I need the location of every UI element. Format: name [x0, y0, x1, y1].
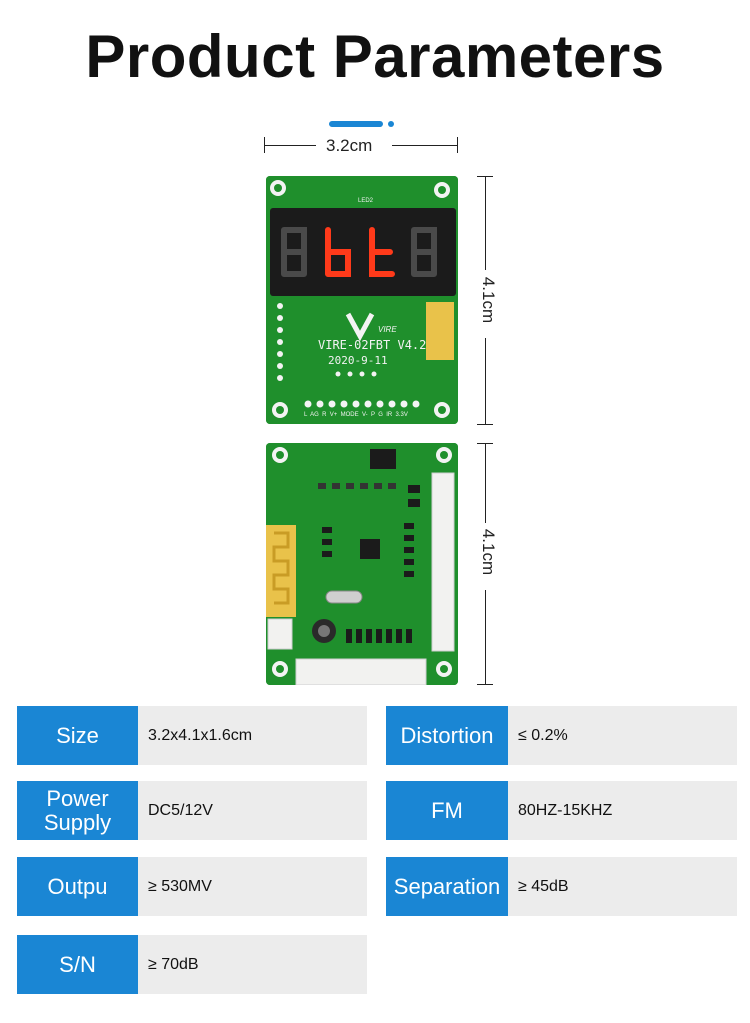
param-value: ≤ 0.2% — [508, 706, 737, 765]
param-value: ≥ 70dB — [138, 935, 367, 994]
param-label: Distortion — [386, 706, 508, 765]
param-value: ≥ 45dB — [508, 857, 737, 916]
height-label-bottom: 4.1cm — [479, 528, 498, 576]
param-label: Separation — [386, 857, 508, 916]
pcb-model-text: VIRE-02FBT V4.2 — [318, 338, 427, 352]
param-value: DC5/12V — [138, 781, 367, 840]
param-value: 80HZ-15KHZ — [508, 781, 737, 840]
pcb-date-text: 2020-9-11 — [328, 354, 388, 367]
param-value: ≥ 530MV — [138, 857, 367, 916]
param-label: Size — [17, 706, 138, 765]
pcb-bottom-pin-labels: L AG R V+ MODE V- P G IR 3.3V — [304, 412, 408, 418]
page-title: Product Parameters — [85, 23, 665, 90]
param-label: S/N — [17, 935, 138, 994]
title-accent-bar — [329, 121, 383, 127]
pcb-led-label: LED2 — [358, 198, 374, 204]
width-label: 3.2cm — [326, 136, 373, 155]
title-accent-dot — [388, 121, 394, 127]
param-value: 3.2x4.1x1.6cm — [138, 706, 367, 765]
param-label: FM — [386, 781, 508, 840]
pcb-front-image: VIRE-02FBT V4.2 2020-9-11 VIRE LED2 L AG… — [266, 176, 458, 424]
pcb-back-image — [266, 443, 458, 686]
param-label: Power Supply — [17, 781, 138, 840]
height-label-top: 4.1cm — [479, 276, 498, 324]
pcb-logo-text: VIRE — [378, 325, 397, 334]
param-label: Outpu — [17, 857, 138, 916]
